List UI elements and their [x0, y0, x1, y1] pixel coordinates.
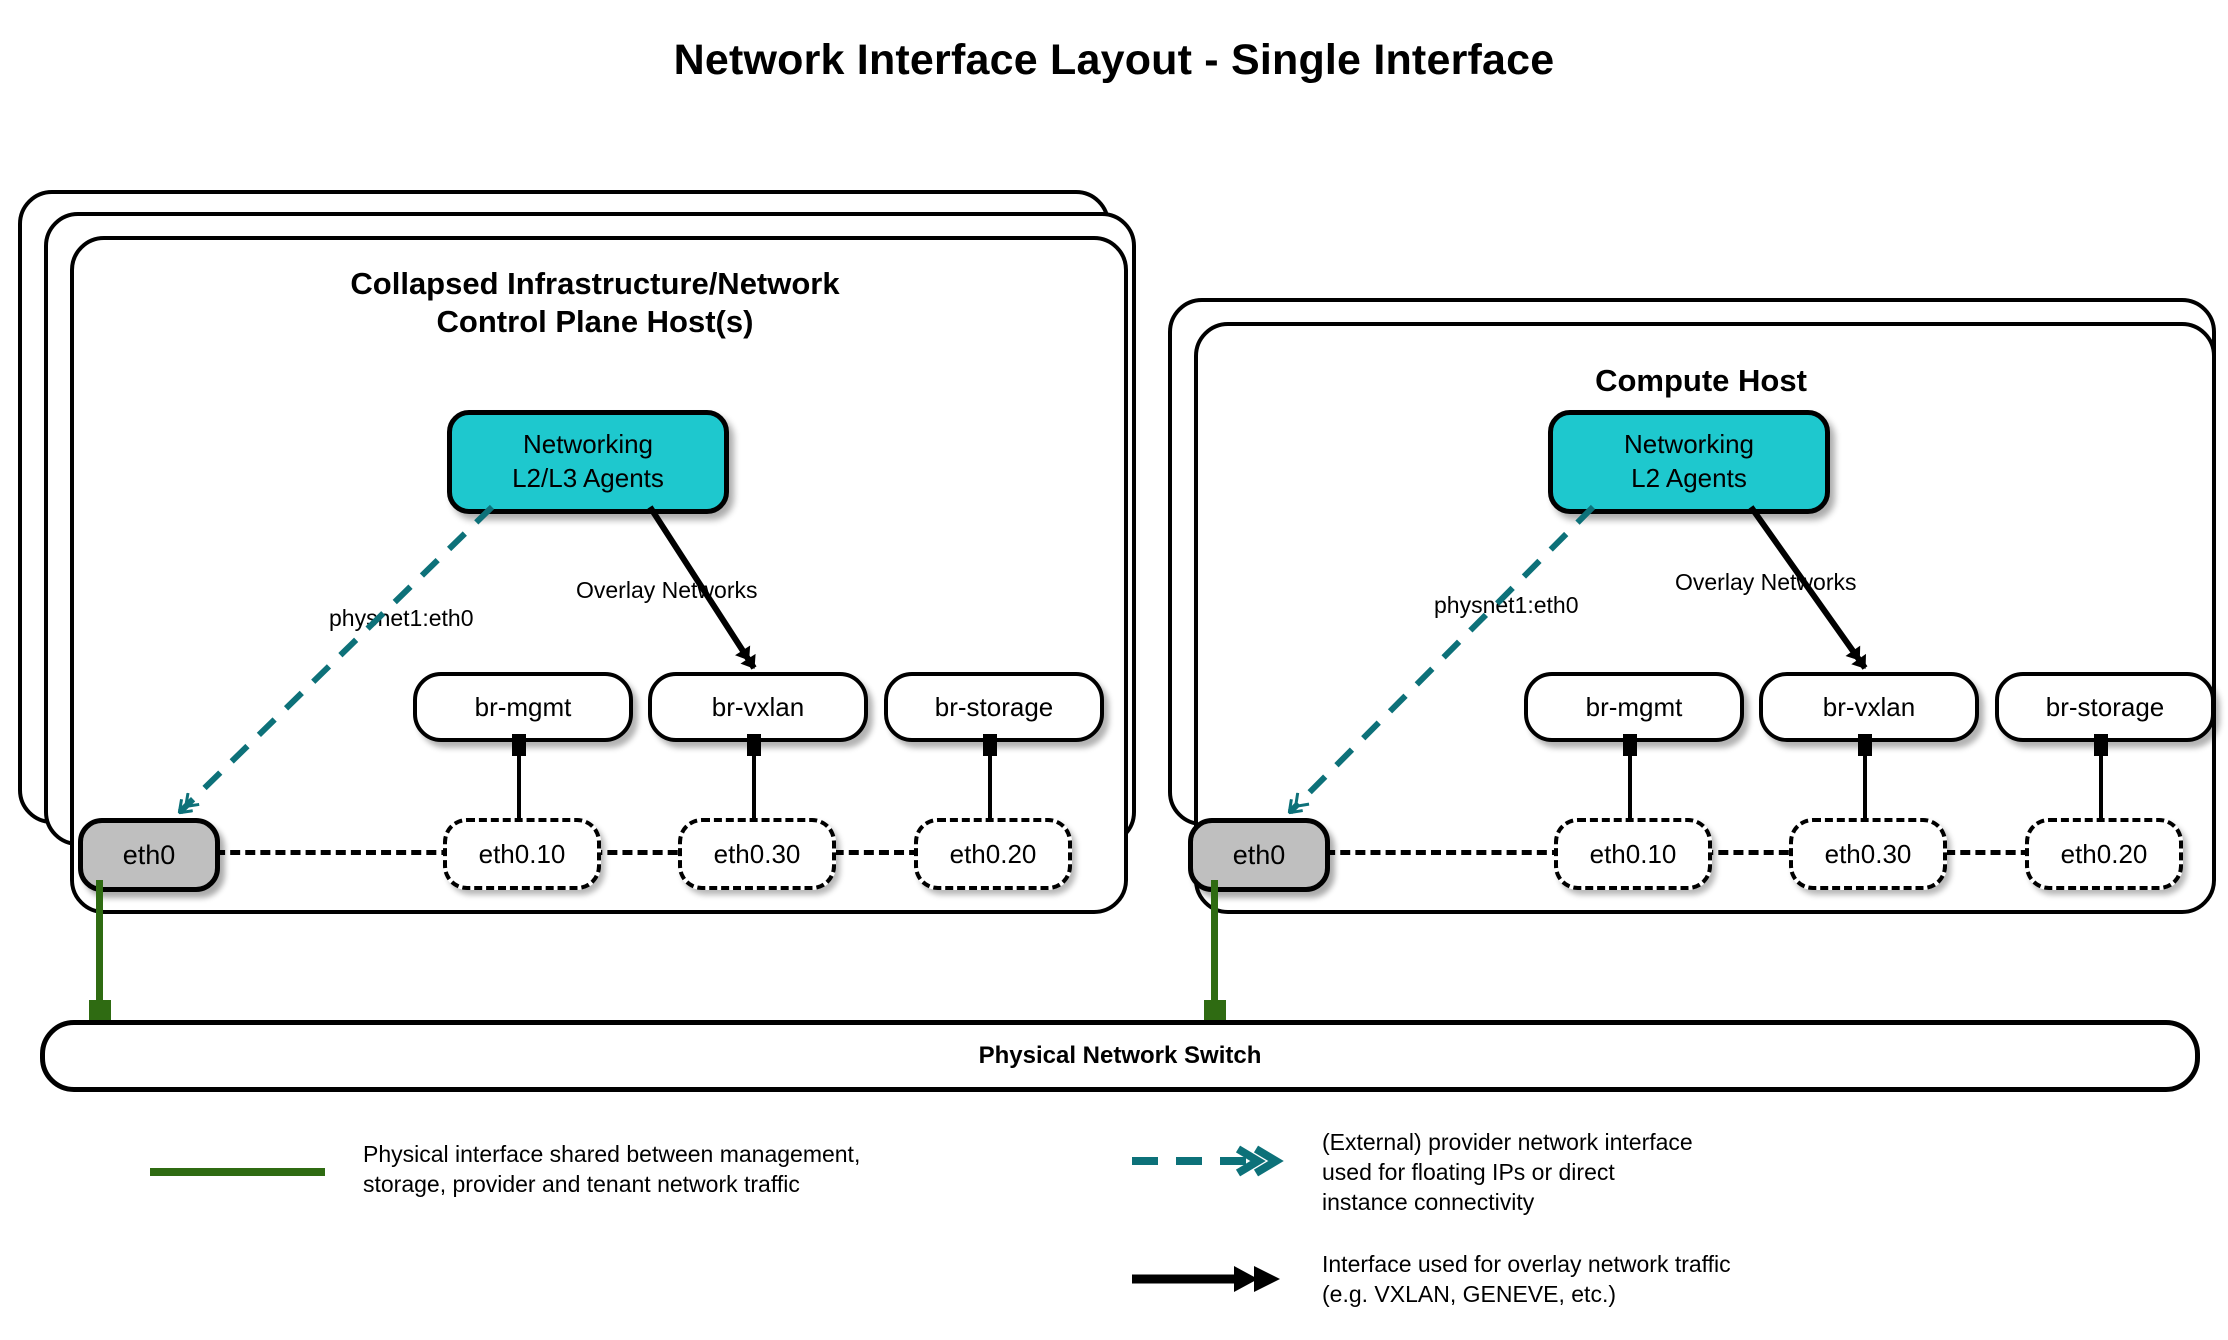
agents-line2: L2/L3 Agents — [512, 463, 664, 493]
host-title-compute: Compute Host — [1194, 362, 2208, 400]
physical-uplink-line-compute — [1211, 880, 1218, 1010]
bridge-br-vxlan-control-plane[interactable]: br-vxlan — [648, 672, 868, 742]
host-title-line1: Collapsed Infrastructure/Network — [350, 266, 840, 301]
vlan-eth0-30-control-plane[interactable]: eth0.30 — [678, 818, 836, 890]
legend-label-provider-interface: (External) provider network interface us… — [1322, 1129, 1693, 1215]
agents-box-compute[interactable]: Networking L2 Agents — [1548, 410, 1830, 514]
legend-swatch-dashed-teal-arrow — [1130, 1145, 1290, 1177]
agents-box-control-plane[interactable]: Networking L2/L3 Agents — [447, 410, 729, 514]
vlan-trunk-control-plane — [200, 850, 1070, 855]
legend-label-physical-interface: Physical interface shared between manage… — [363, 1141, 861, 1197]
bridge-br-storage-compute[interactable]: br-storage — [1995, 672, 2215, 742]
agents-line1: Networking — [522, 429, 654, 460]
legend-swatch-solid-black-arrow — [1130, 1264, 1290, 1294]
bridge-link-br-mgmt-compute — [1628, 734, 1632, 826]
legend-item-provider-interface: (External) provider network interface us… — [1130, 1128, 1693, 1218]
physical-uplink-foot-control-plane — [89, 1000, 111, 1026]
bridge-link-br-vxlan-control-plane — [752, 734, 756, 826]
nic-eth0-compute[interactable]: eth0 — [1188, 818, 1330, 892]
nic-eth0-control-plane[interactable]: eth0 — [78, 818, 220, 892]
vlan-eth0-20-control-plane[interactable]: eth0.20 — [914, 818, 1072, 890]
bridge-link-br-storage-control-plane — [988, 734, 992, 826]
bridge-br-storage-control-plane[interactable]: br-storage — [884, 672, 1104, 742]
physical-switch-label: Physical Network Switch — [978, 1042, 1262, 1069]
bridge-br-mgmt-compute[interactable]: br-mgmt — [1524, 672, 1744, 742]
bridge-br-mgmt-control-plane[interactable]: br-mgmt — [413, 672, 633, 742]
physical-uplink-line-control-plane — [96, 880, 103, 1010]
provider-edge-label-control-plane: physnet1:eth0 — [329, 605, 474, 631]
bridge-link-br-vxlan-compute — [1863, 734, 1867, 826]
overlay-edge-label-compute: Overlay Networks — [1675, 569, 1857, 595]
vlan-eth0-30-compute[interactable]: eth0.30 — [1789, 818, 1947, 890]
agents-line1-compute: Networking — [1623, 429, 1755, 460]
bridge-link-br-mgmt-control-plane — [517, 734, 521, 826]
vlan-eth0-10-compute[interactable]: eth0.10 — [1554, 818, 1712, 890]
legend-label-overlay-interface: Interface used for overlay network traff… — [1322, 1251, 1731, 1307]
page-title: Network Interface Layout - Single Interf… — [673, 36, 1555, 84]
physical-uplink-foot-compute — [1204, 1000, 1226, 1026]
bridge-br-vxlan-compute[interactable]: br-vxlan — [1759, 672, 1979, 742]
vlan-eth0-10-control-plane[interactable]: eth0.10 — [443, 818, 601, 890]
overlay-arrow-icon — [1132, 1266, 1280, 1292]
agents-line2-compute: L2 Agents — [1631, 463, 1747, 493]
legend-swatch-solid-green-line — [150, 1168, 325, 1176]
vlan-trunk-compute — [1310, 850, 2182, 855]
host-title-line1-compute: Compute Host — [1595, 363, 1807, 398]
host-title-control-plane: Collapsed Infrastructure/Network Control… — [70, 265, 1120, 341]
provider-edge-label-compute: physnet1:eth0 — [1434, 592, 1579, 618]
bridge-link-br-storage-compute — [2099, 734, 2103, 826]
legend-item-overlay-interface: Interface used for overlay network traff… — [1130, 1250, 1731, 1310]
overlay-edge-label-control-plane: Overlay Networks — [576, 577, 758, 603]
vlan-eth0-20-compute[interactable]: eth0.20 — [2025, 818, 2183, 890]
provider-arrow-icon — [1132, 1145, 1284, 1177]
legend-item-physical-interface: Physical interface shared between manage… — [150, 1140, 860, 1200]
physical-network-switch[interactable]: Physical Network Switch — [40, 1020, 2200, 1092]
host-title-line2: Control Plane Host(s) — [436, 303, 754, 339]
